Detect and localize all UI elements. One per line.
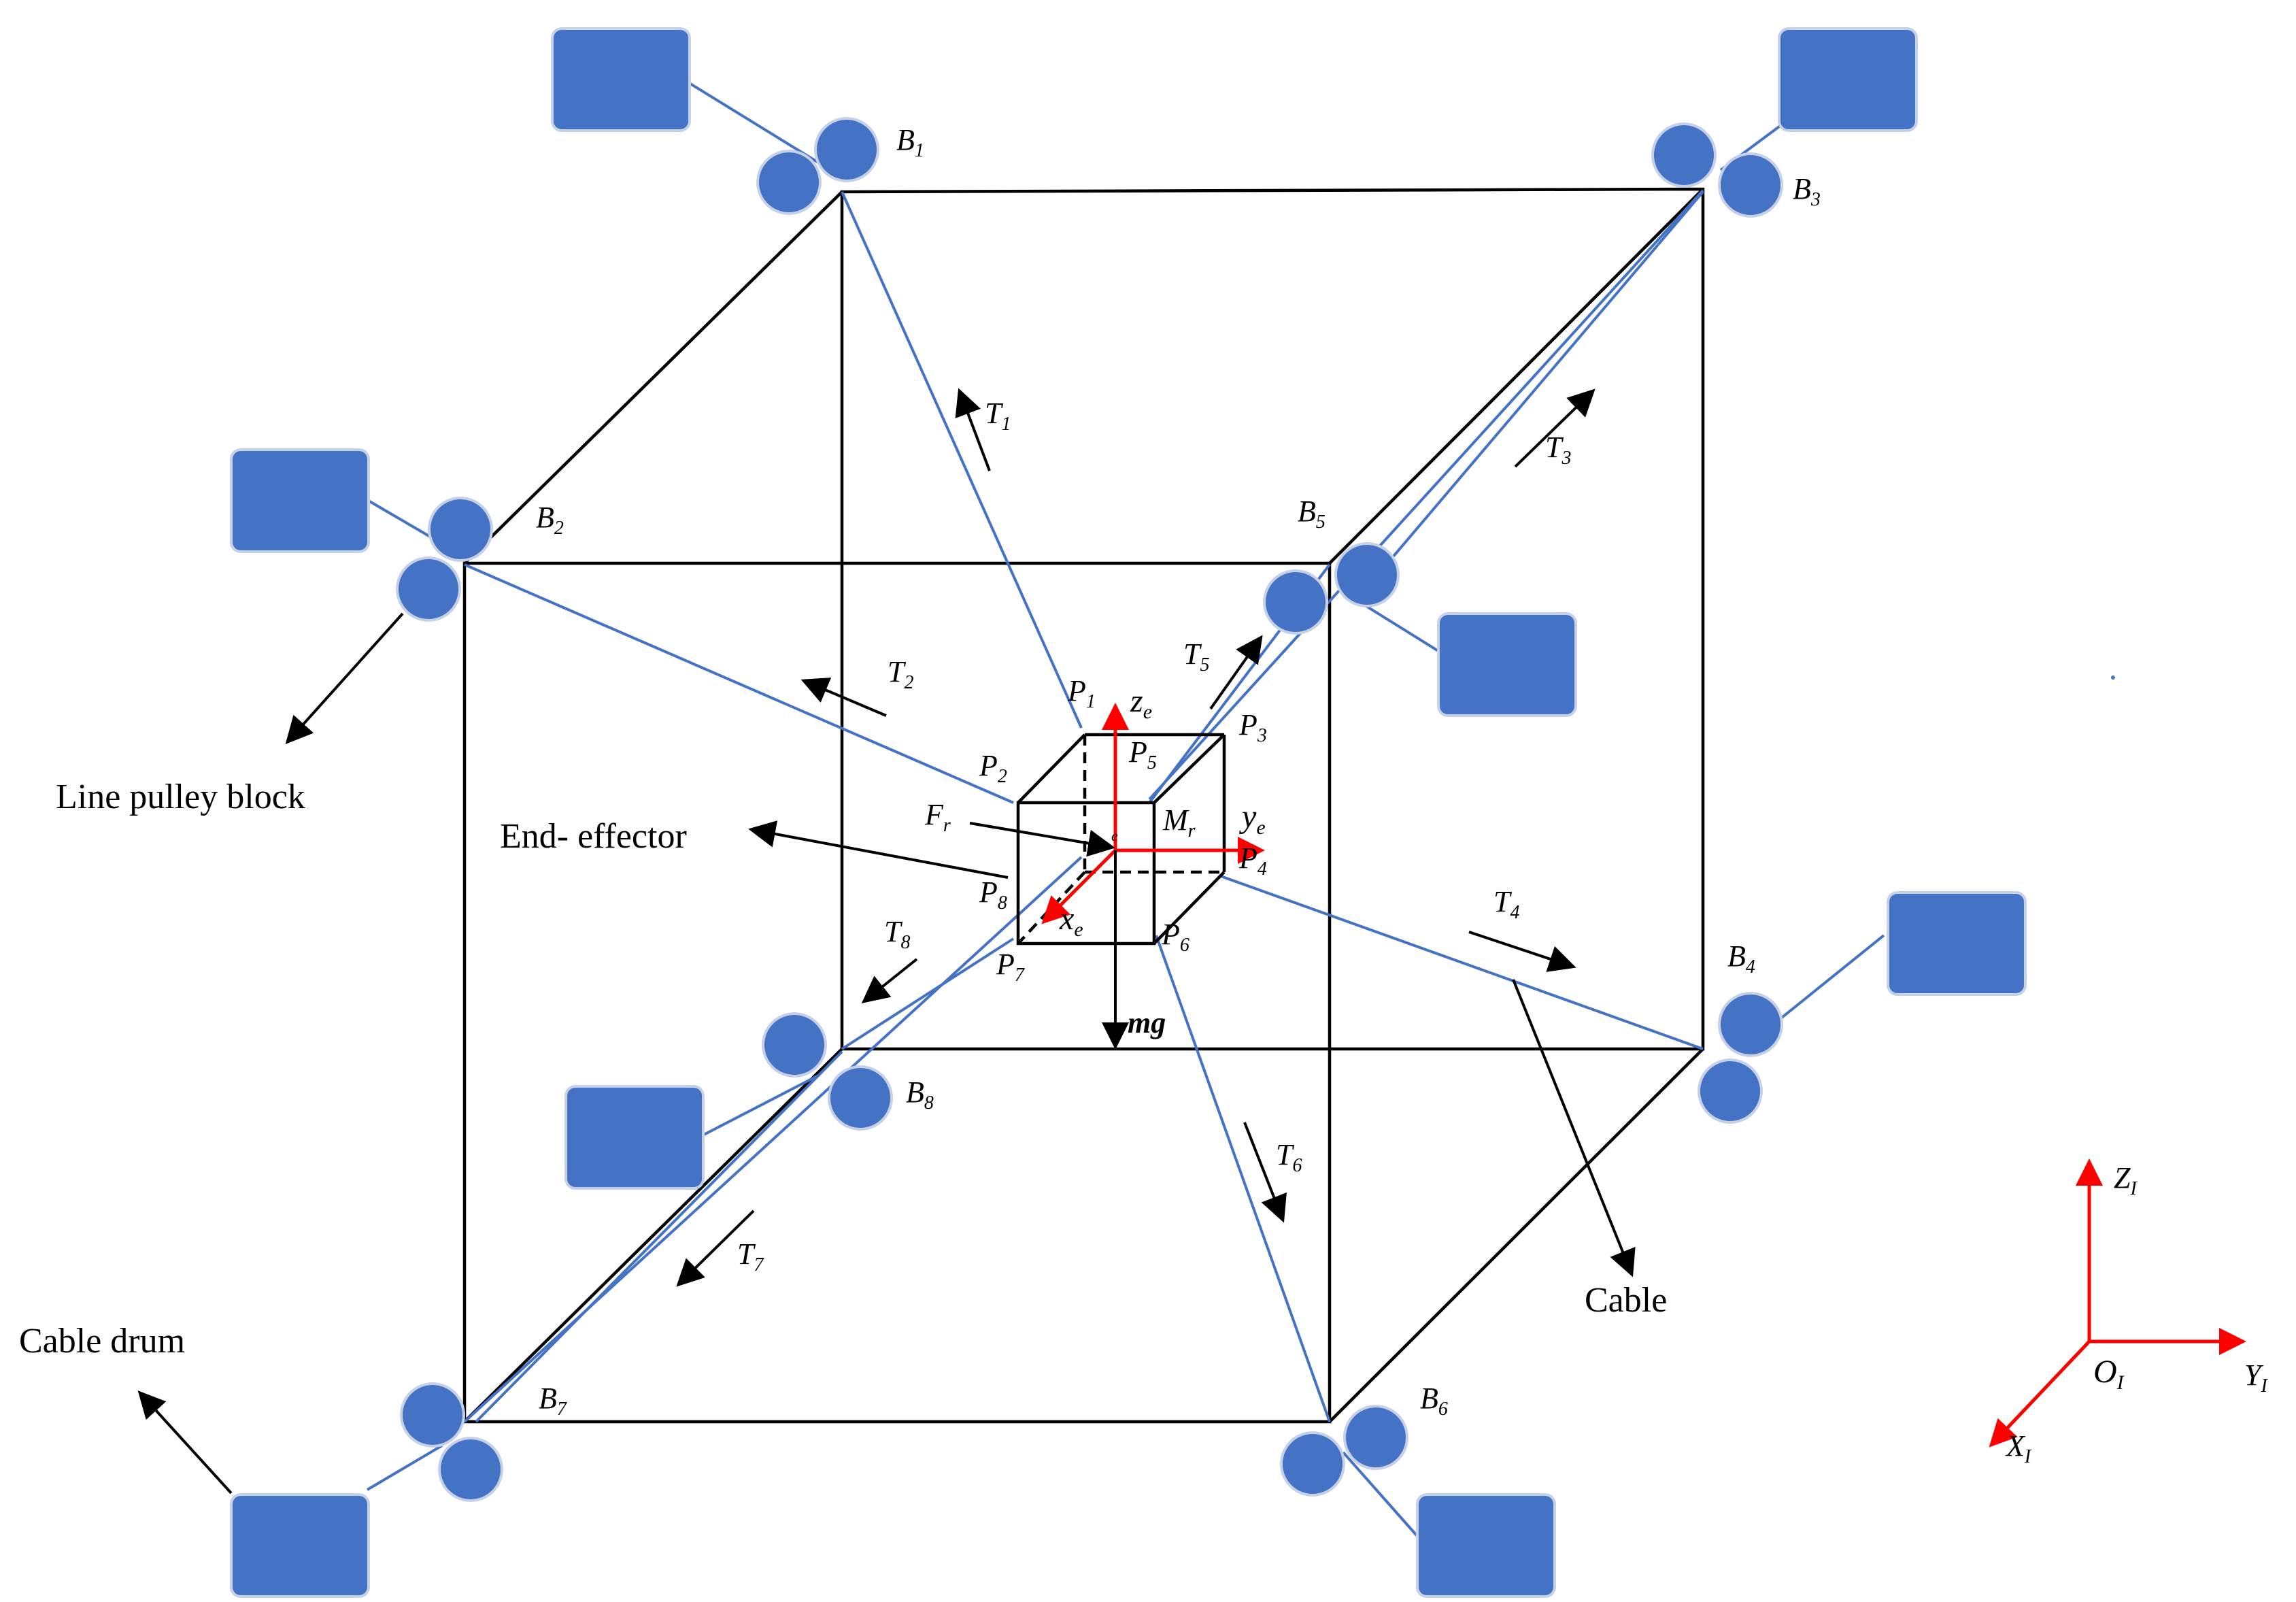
XI-axis (1989, 1340, 2091, 1448)
label-P2: P2 (979, 749, 1007, 787)
pulley-B5-a (1334, 542, 1400, 607)
pulley-B6-b (1280, 1431, 1345, 1497)
label-ye: ye (1238, 799, 1266, 839)
callout-end-effector: End- effector (500, 817, 687, 856)
label-T3: T3 (1545, 431, 1571, 469)
arrow-Fr (969, 822, 1115, 857)
arrow-T8 (861, 958, 918, 1003)
label-Fr: Fr (924, 798, 951, 836)
label-P4: P4 (1238, 841, 1267, 880)
pulleys (396, 117, 1783, 1502)
end-effector-cube (1016, 733, 1226, 946)
pulley-B8-a (762, 1012, 827, 1078)
arrow-line-pulley-block (285, 612, 404, 744)
pulley-B8-b (828, 1065, 893, 1131)
label-T2: T2 (888, 655, 913, 693)
drum-B6 (1416, 1493, 1556, 1598)
label-YI: YI (2244, 1358, 2268, 1397)
label-B3: B3 (1793, 172, 1821, 210)
end-effector-frame (1041, 703, 1265, 924)
arrow-cable (1512, 979, 1636, 1278)
pulley-B3-b (1718, 152, 1783, 218)
label-P1: P1 (1067, 674, 1096, 712)
pulley-B4-a (1718, 992, 1783, 1057)
drum-B4 (1887, 891, 2027, 996)
cable-7 (463, 856, 1083, 1423)
label-B4: B4 (1727, 939, 1755, 978)
label-ze: ze (1130, 683, 1152, 723)
arrow-T5 (1209, 635, 1263, 710)
cable-6 (1155, 935, 1331, 1422)
label-T8: T8 (884, 915, 910, 953)
arrow-T3 (1514, 388, 1596, 468)
text-labels: B1 B2 B3 B5 B4 B8 B7 B6 T1 T2 T3 T5 T4 T… (19, 123, 2268, 1467)
arrow-T7 (676, 1209, 755, 1287)
label-B5: B5 (1298, 495, 1326, 533)
pulley-B2-b (396, 556, 461, 622)
pulley-B1-b (756, 150, 822, 215)
arrow-T4 (1468, 931, 1576, 972)
label-T5: T5 (1183, 637, 1209, 675)
label-ZI: ZI (2114, 1161, 2138, 1199)
label-Mr: Mr (1162, 803, 1196, 841)
pulley-B5-b (1263, 569, 1328, 635)
label-P8: P8 (979, 875, 1007, 914)
tension-arrows (137, 388, 1636, 1495)
pulley-B3-a (1651, 122, 1717, 188)
drum-B3 (1778, 27, 1918, 132)
pulley-B1-a (814, 117, 879, 182)
label-P7: P7 (996, 948, 1025, 986)
label-Oe-sub: e (1111, 827, 1118, 844)
arrow-end-effector (748, 820, 1009, 879)
cable-4 (1220, 875, 1704, 1050)
label-T6: T6 (1276, 1138, 1302, 1176)
stray-dot (2111, 675, 2115, 680)
drum-B2 (230, 448, 370, 553)
drum-B1 (551, 27, 691, 132)
arrow-T2 (800, 678, 887, 717)
pulley-B4-b (1698, 1058, 1763, 1124)
drum-B7 (230, 1493, 370, 1598)
pulley-B7-b (438, 1437, 503, 1502)
arrow-T6 (1243, 1122, 1287, 1223)
pulley-B6-a (1343, 1405, 1408, 1470)
pulley-B7-a (400, 1382, 465, 1448)
cable-8 (841, 937, 1015, 1050)
cable-1 (841, 191, 1083, 729)
label-XI: XI (2005, 1429, 2032, 1467)
label-B8: B8 (906, 1075, 934, 1114)
label-B6: B6 (1420, 1382, 1448, 1420)
label-T4: T4 (1493, 885, 1519, 923)
cable-drums (230, 27, 2027, 1598)
callout-line-pulley-block: Line pulley block (56, 778, 305, 816)
arrow-cable-drum (137, 1390, 233, 1495)
cable-2 (464, 563, 1014, 804)
cable-3 (1148, 189, 1704, 801)
label-B1: B1 (896, 123, 924, 161)
drum-B8 (564, 1085, 705, 1190)
label-B7: B7 (539, 1382, 567, 1420)
label-P5: P5 (1128, 735, 1157, 773)
label-P6: P6 (1161, 918, 1189, 956)
label-xe: xe (1059, 901, 1083, 941)
label-P3: P3 (1238, 708, 1267, 746)
callout-cable: Cable (1585, 1281, 1667, 1320)
global-frame (1989, 1158, 2246, 1448)
label-B2: B2 (536, 501, 564, 539)
drum-B5 (1437, 612, 1577, 717)
callout-cable-drum: Cable drum (19, 1322, 185, 1361)
label-T7: T7 (737, 1237, 764, 1275)
xe-axis (1041, 849, 1117, 924)
label-OI: OI (2093, 1354, 2125, 1394)
cables (366, 80, 1885, 1542)
label-mg: mg (1128, 1006, 1166, 1039)
pulley-B2-a (428, 497, 493, 562)
arrow-T1 (955, 388, 991, 471)
label-T1: T1 (985, 397, 1011, 435)
